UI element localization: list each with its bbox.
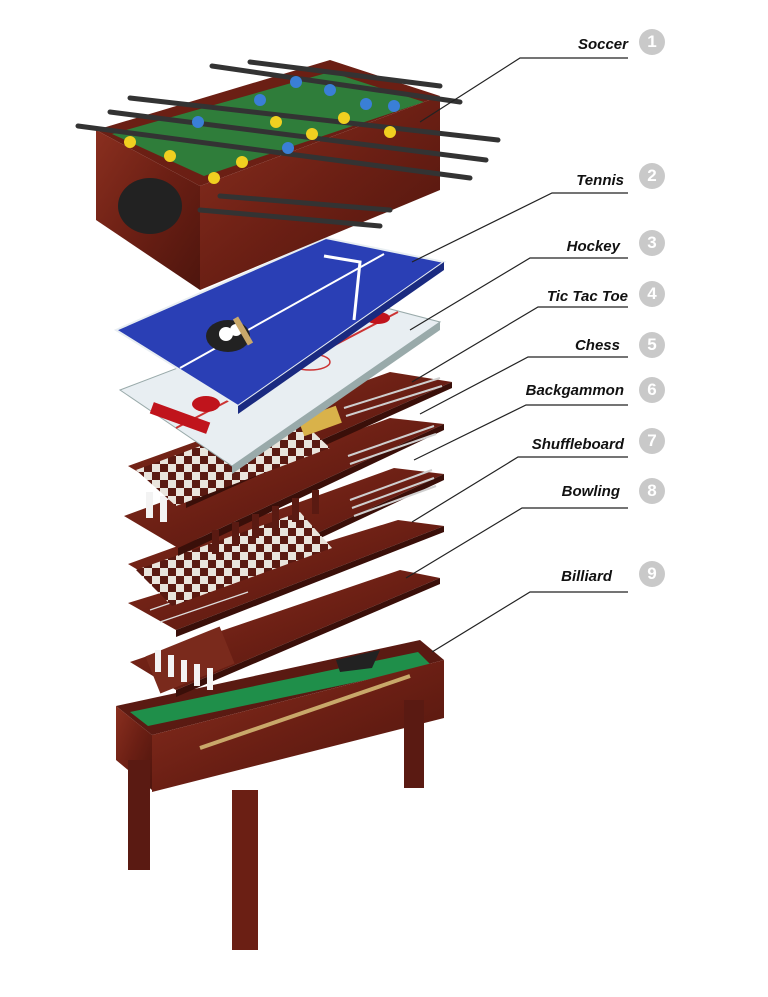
callout-label-tennis: Tennis — [576, 172, 624, 189]
callout-label-billiard: Billiard — [561, 568, 612, 585]
callout-label-backgammon: Backgammon — [525, 382, 624, 399]
callout-number-8: 8 — [639, 478, 665, 504]
billiard-table — [116, 640, 444, 950]
callout-label-chess: Chess — [574, 337, 620, 354]
leader-hockey — [409, 257, 628, 331]
callout-number-1: 1 — [639, 29, 665, 55]
callout-number-9: 9 — [639, 561, 665, 587]
callout-number-3: 3 — [639, 230, 665, 256]
chess-board — [124, 418, 444, 556]
tennis-board — [113, 236, 447, 414]
callout-number-6: 6 — [639, 377, 665, 403]
leader-bowling — [405, 507, 628, 579]
leader-shuffleboard — [411, 456, 628, 523]
callout-number-5: 5 — [639, 332, 665, 358]
leader-soccer — [419, 57, 628, 123]
leader-billiard — [431, 591, 628, 653]
callout-number-7: 7 — [639, 428, 665, 454]
callout-label-tic-tac-toe: Tic Tac Toe — [546, 288, 628, 305]
callout-label-hockey: Hockey — [566, 238, 620, 255]
callout-label-shuffleboard: Shuffleboard — [531, 436, 624, 453]
leader-backgammon — [413, 404, 628, 461]
bowling-board — [130, 570, 440, 697]
leader-tic-tac-toe — [411, 306, 628, 383]
soccer-table — [75, 59, 501, 290]
callout-label-soccer: Soccer — [577, 36, 628, 53]
callout-number-2: 2 — [639, 163, 665, 189]
callout-number-4: 4 — [639, 281, 665, 307]
leader-tennis — [411, 192, 628, 263]
backgammon-board — [128, 468, 444, 606]
leader-chess — [419, 356, 628, 415]
callout-leaders — [405, 57, 628, 653]
callout-label-bowling: Bowling — [561, 483, 620, 500]
